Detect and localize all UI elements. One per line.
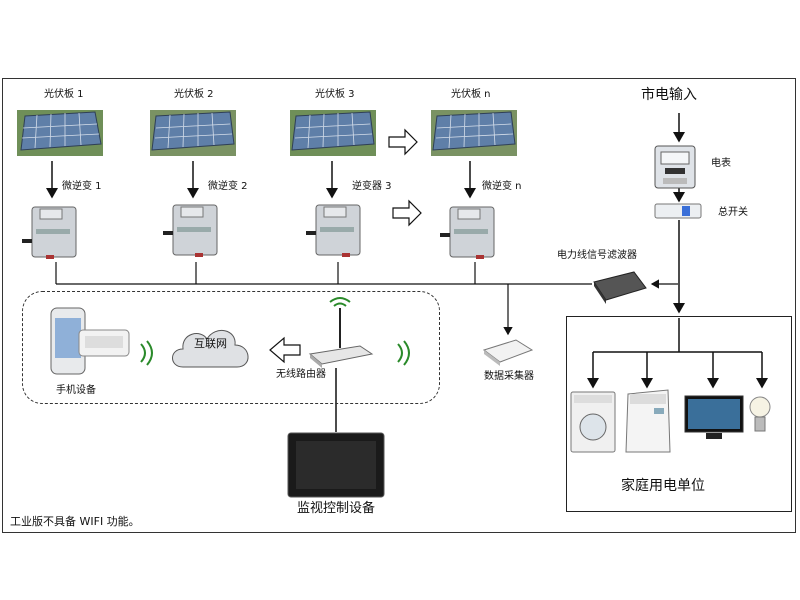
wireless-router-icon bbox=[308, 297, 374, 368]
panel-2-label: 光伏板 2 bbox=[174, 89, 214, 100]
panel-3-label: 光伏板 3 bbox=[315, 89, 355, 100]
router-label: 无线路由器 bbox=[276, 369, 326, 380]
television-icon bbox=[684, 395, 744, 439]
light-bulb-icon bbox=[749, 396, 771, 432]
wifi-signal-left-icon bbox=[140, 340, 153, 366]
monitor-label: 监视控制设备 bbox=[297, 501, 376, 516]
meter-label: 电表 bbox=[711, 158, 731, 169]
internet-cloud-icon bbox=[172, 330, 249, 368]
top-load-washer-icon bbox=[625, 389, 671, 453]
footnote: 工业版不具备 WIFI 功能。 bbox=[10, 515, 140, 528]
electric-meter-icon bbox=[654, 145, 696, 189]
inverter-2-label: 微逆变 2 bbox=[208, 181, 248, 192]
household-load-box bbox=[566, 316, 792, 512]
inverter-3-device bbox=[306, 204, 361, 257]
data-collector-icon bbox=[482, 339, 534, 366]
main-switch-label: 总开关 bbox=[718, 207, 748, 218]
solar-panel-n-image bbox=[431, 110, 517, 156]
inverter-n-label: 微逆变 n bbox=[482, 181, 522, 192]
internet-label: 互联网 bbox=[194, 337, 227, 350]
panel-n-label: 光伏板 n bbox=[451, 89, 491, 100]
grid-input-label: 市电输入 bbox=[641, 87, 697, 103]
panel-1-label: 光伏板 1 bbox=[44, 89, 84, 100]
inverter-1-label: 微逆变 1 bbox=[62, 181, 102, 192]
inverter-n-device bbox=[440, 206, 495, 259]
powerline-filter-icon bbox=[593, 271, 647, 304]
main-switch-icon bbox=[654, 203, 702, 219]
diagram-frame bbox=[2, 78, 796, 533]
monitor-display-icon bbox=[287, 432, 385, 498]
inverter-3-label: 逆变器 3 bbox=[352, 181, 392, 192]
inverter-2-device bbox=[163, 204, 218, 257]
mobile-phone-icon bbox=[50, 307, 130, 375]
phone-label: 手机设备 bbox=[56, 385, 96, 396]
wireless-monitoring-group bbox=[22, 291, 440, 404]
filter-label: 电力线信号滤波器 bbox=[557, 250, 637, 261]
household-label: 家庭用电单位 bbox=[621, 478, 705, 494]
solar-panel-3-image bbox=[290, 110, 376, 156]
wifi-signal-right-icon bbox=[397, 340, 410, 366]
solar-panel-2-image bbox=[150, 110, 236, 156]
washing-machine-icon bbox=[570, 391, 616, 453]
solar-panel-1-image bbox=[17, 110, 103, 156]
collector-label: 数据采集器 bbox=[484, 371, 534, 382]
inverter-1-device bbox=[22, 206, 77, 259]
